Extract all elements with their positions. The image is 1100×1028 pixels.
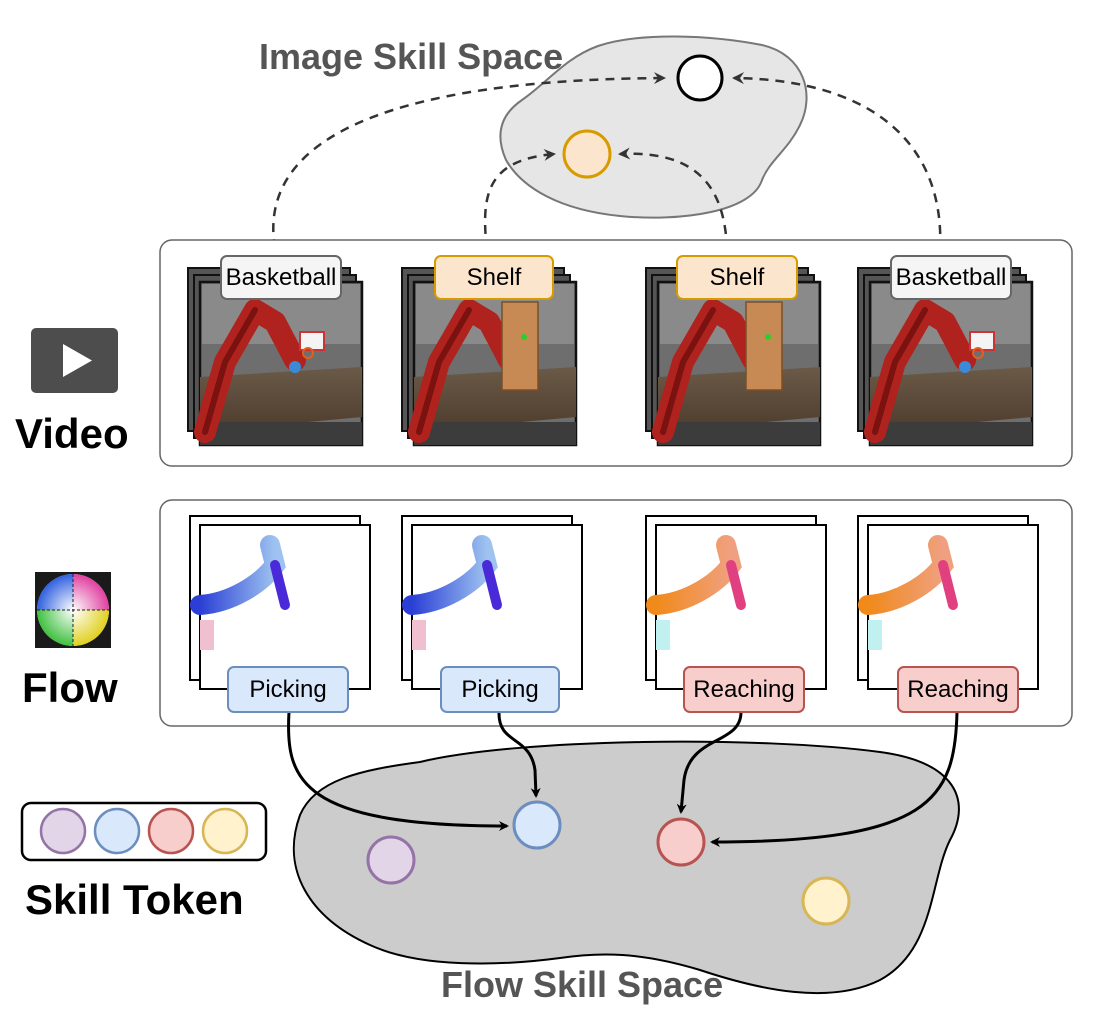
video-skill-tag: Basketball	[890, 255, 1012, 300]
flow-skill-tag: Reaching	[897, 666, 1019, 713]
image-token-orange	[562, 129, 612, 179]
flow-frame-stack	[645, 515, 827, 690]
video-frame-stack	[187, 267, 364, 447]
video-frame-stack	[645, 267, 822, 447]
dashed-arrow-shelf-left	[483, 148, 556, 251]
flow-panel	[159, 499, 1073, 727]
dashed-arrow-basketball-right	[732, 72, 942, 251]
flow-frame-stack	[189, 515, 371, 690]
flow-token-red	[656, 817, 706, 867]
dashed-arrow-shelf-right	[618, 147, 729, 251]
legend-token-yellow	[201, 807, 249, 855]
color-wheel-icon	[35, 572, 111, 648]
play-triangle	[63, 344, 92, 377]
flow-token-purple	[366, 835, 416, 885]
image-token-white	[676, 54, 724, 102]
video-skill-tag: Shelf	[676, 255, 798, 300]
video-skill-tag: Basketball	[220, 255, 342, 300]
video-frame-stack	[401, 267, 578, 447]
arrow-reaching-2	[710, 711, 959, 847]
arrow-reaching-1	[676, 711, 743, 814]
flow-token-blue	[512, 800, 562, 850]
image-skill-space-title: Image Skill Space	[259, 36, 564, 77]
skill-token-label: Skill Token	[25, 876, 244, 923]
video-row-label: Video	[15, 410, 129, 457]
flow-token-yellow	[801, 876, 851, 926]
flow-skill-space-title: Flow Skill Space	[441, 964, 724, 1005]
dashed-arrow-basketball-left	[272, 72, 666, 249]
flow-skill-tag: Picking	[227, 666, 349, 713]
flow-skill-tag: Picking	[440, 666, 560, 713]
legend-token-red	[147, 807, 195, 855]
video-panel	[159, 239, 1073, 467]
video-skill-tag: Shelf	[434, 255, 554, 300]
flow-frame-stack	[857, 515, 1039, 690]
legend-token-blue	[93, 807, 141, 855]
arrow-picking-1	[287, 711, 509, 831]
flow-skill-tag: Reaching	[683, 666, 805, 713]
flow-row-label: Flow	[22, 664, 118, 711]
legend-token-purple	[39, 807, 87, 855]
skill-token-legend-box	[20, 801, 268, 862]
arrow-picking-2	[497, 711, 541, 798]
flow-frame-stack	[401, 515, 583, 690]
flow-skill-space-blob	[292, 740, 960, 995]
